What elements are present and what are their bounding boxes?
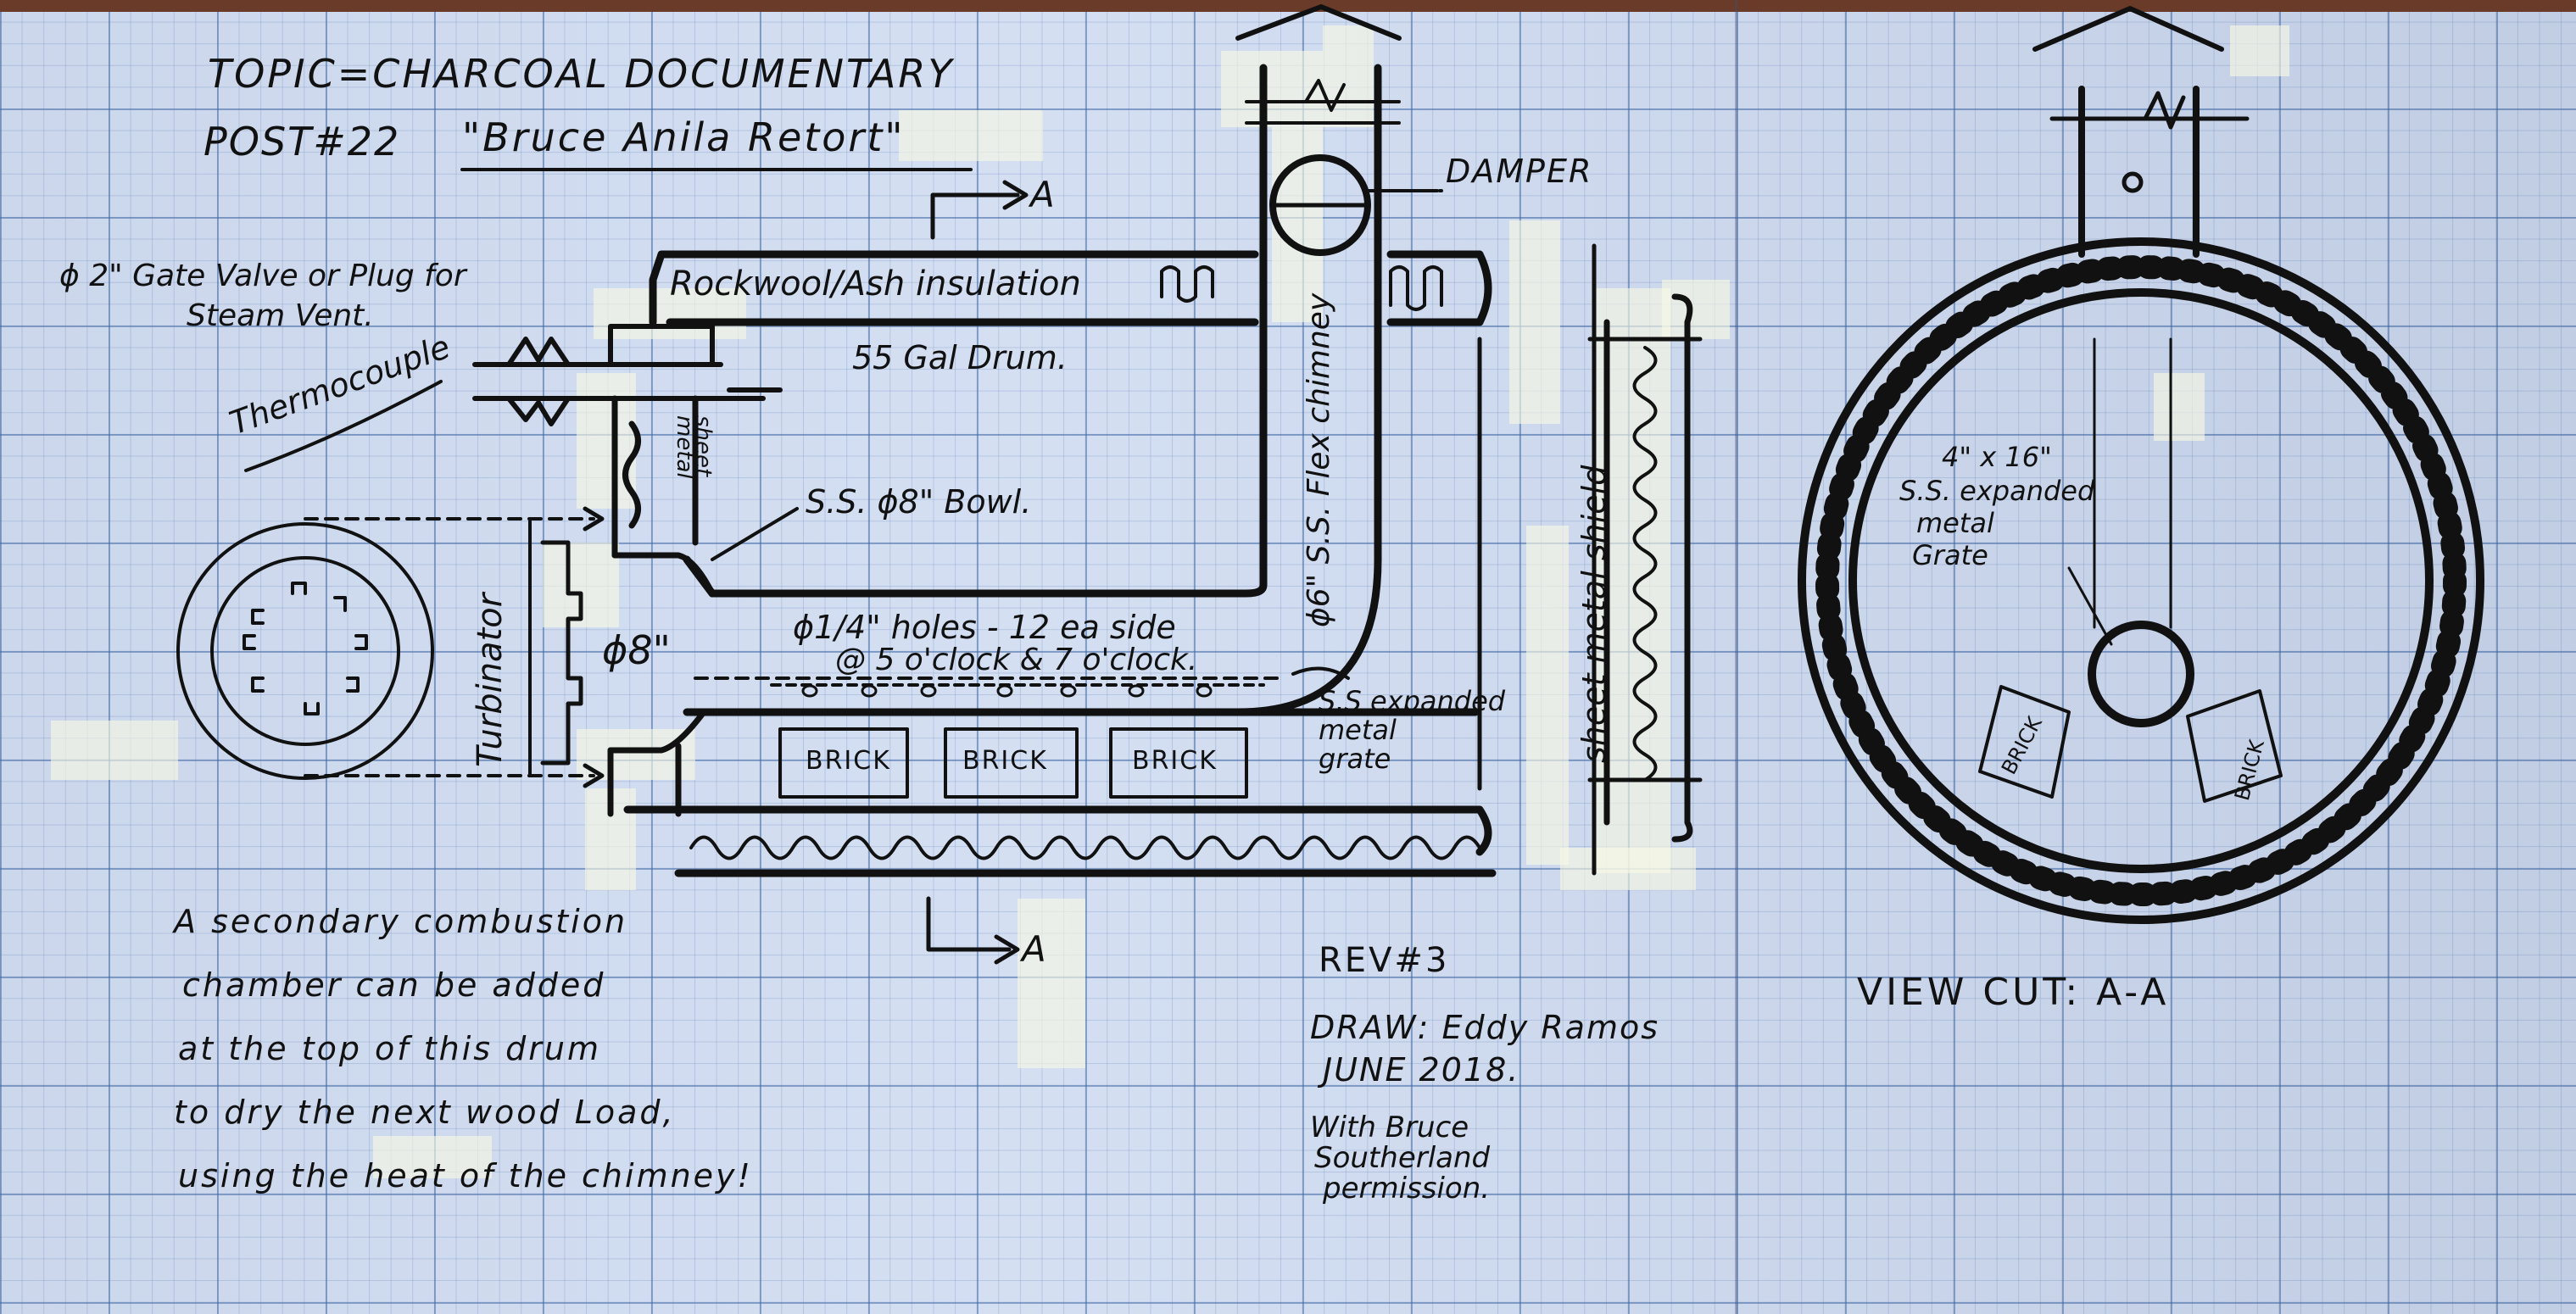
gate-valve <box>472 324 723 367</box>
note-line: at the top of this drum <box>178 1030 602 1067</box>
chimney-cap <box>1235 4 1402 41</box>
tape-strip <box>1560 848 1696 890</box>
grate-label-2: metal <box>1319 714 1397 746</box>
tape-strip <box>594 288 746 339</box>
turbinator-fins <box>243 582 368 715</box>
cut-drum-outer <box>1798 237 2484 924</box>
cut-chimney-pipe <box>2088 621 2194 727</box>
tape-strip <box>1662 280 1730 339</box>
brick-label: BRICK <box>1132 746 1218 776</box>
diameter-label: ϕ8" <box>602 627 671 673</box>
revision-number: REV#3 <box>1319 941 1450 980</box>
cut-grate-label-2: S.S. expanded <box>1899 475 2095 507</box>
table-edge <box>0 0 2576 12</box>
section-arrow-top <box>930 180 1029 240</box>
insulation-bottom <box>689 835 1481 860</box>
shield-label: sheet metal shield <box>1575 465 1613 763</box>
grate-label: S.S expanded <box>1319 685 1506 717</box>
gate-valve-label-2: Steam Vent. <box>187 298 374 333</box>
tape-strip <box>1509 220 1560 424</box>
turbinator-label: Turbinator <box>471 593 510 767</box>
cut-insulation <box>1815 255 2467 906</box>
cut-grate-label-3: metal <box>1916 507 1994 539</box>
turbinator-body <box>540 540 583 766</box>
tape-strip <box>899 110 1043 161</box>
bowl <box>611 395 716 597</box>
gate-valve-label: ϕ 2" Gate Valve or Plug for <box>59 259 466 293</box>
dim-arrow-top <box>583 506 605 532</box>
grate-leader <box>1291 666 1350 680</box>
cut-damper-knob <box>2122 171 2144 193</box>
brick-outline <box>944 727 1079 799</box>
holes-label: ϕ1/4" holes - 12 ea side <box>793 609 1176 646</box>
door <box>607 709 707 817</box>
cut-chimney-cap <box>2032 6 2224 52</box>
chimney-label: ϕ6" S.S. Flex chimney <box>1302 292 1336 627</box>
insulation-top <box>1160 265 1443 311</box>
section-arrow-bottom <box>926 896 1020 965</box>
section-label-bottom: A <box>1022 928 1046 970</box>
note-line: to dry the next wood Load, <box>174 1094 676 1131</box>
brick-outline <box>778 727 909 799</box>
chimney-break <box>1245 79 1401 125</box>
dim-arrow-bottom <box>583 763 605 788</box>
brick-label: BRICK <box>806 746 891 776</box>
permission-line: Southerland <box>1314 1141 1491 1175</box>
tape-strip <box>2154 373 2205 441</box>
tape-strip <box>373 1136 492 1178</box>
paper-seam <box>1735 0 1737 1314</box>
air-holes <box>801 684 1213 698</box>
tape-strip <box>1526 526 1569 865</box>
cut-grate-label: 4" x 16" <box>1942 441 2052 473</box>
turbinator-end-outer <box>176 522 434 780</box>
drum-label: 55 Gal Drum. <box>852 339 1068 376</box>
note-line: chamber can be added <box>182 966 606 1004</box>
shield-corrugation <box>1632 346 1658 782</box>
drawn-by: DRAW: Eddy Ramos <box>1310 1009 1660 1046</box>
topic-title: TOPIC=CHARCOAL DOCUMENTARY <box>208 51 955 97</box>
brick-label: BRICK <box>962 746 1048 776</box>
turbinator-dims <box>304 517 1282 777</box>
tape-strip <box>51 721 178 780</box>
bowl-label: S.S. ϕ8" Bowl. <box>806 483 1032 521</box>
drawn-date: JUNE 2018. <box>1323 1051 1520 1089</box>
sheet-metal-label: sheet metal <box>672 415 716 479</box>
tape-strip <box>1018 899 1085 1068</box>
damper-label: DAMPER <box>1446 153 1593 190</box>
brick-outline <box>1109 727 1248 799</box>
view-cut-title: VIEW CUT: A-A <box>1857 971 2170 1014</box>
holes-label-2: @ 5 o'clock & 7 o'clock. <box>835 643 1198 677</box>
thermocouple <box>472 387 783 426</box>
thermocouple-leader <box>244 380 443 472</box>
tape-strip <box>1221 51 1323 127</box>
shield <box>1603 293 1693 843</box>
grate-label-3: grate <box>1319 743 1391 775</box>
bowl-leader <box>711 507 799 561</box>
note-line: A secondary combustion <box>174 903 628 940</box>
chimney <box>683 64 1382 716</box>
section-label-top: A <box>1030 174 1055 215</box>
cut-brick-left <box>1978 685 2071 799</box>
post-number: POST#22 <box>204 119 401 164</box>
turbinator-end-inner <box>210 556 400 746</box>
note-line: using the heat of the chimney! <box>178 1157 753 1194</box>
cut-grate-leader <box>2067 566 2113 646</box>
tape-strip <box>2230 25 2289 76</box>
insulation-label: Rockwool/Ash insulation <box>670 264 1081 303</box>
cut-brick-right <box>2186 689 2283 803</box>
cut-drum-inner <box>1848 288 2434 873</box>
post-name: "Bruce Anila Retort" <box>462 114 906 160</box>
permission-line: permission. <box>1323 1172 1491 1205</box>
cut-grate-label-4: Grate <box>1912 539 1988 571</box>
permission-line: With Bruce <box>1310 1111 1469 1144</box>
